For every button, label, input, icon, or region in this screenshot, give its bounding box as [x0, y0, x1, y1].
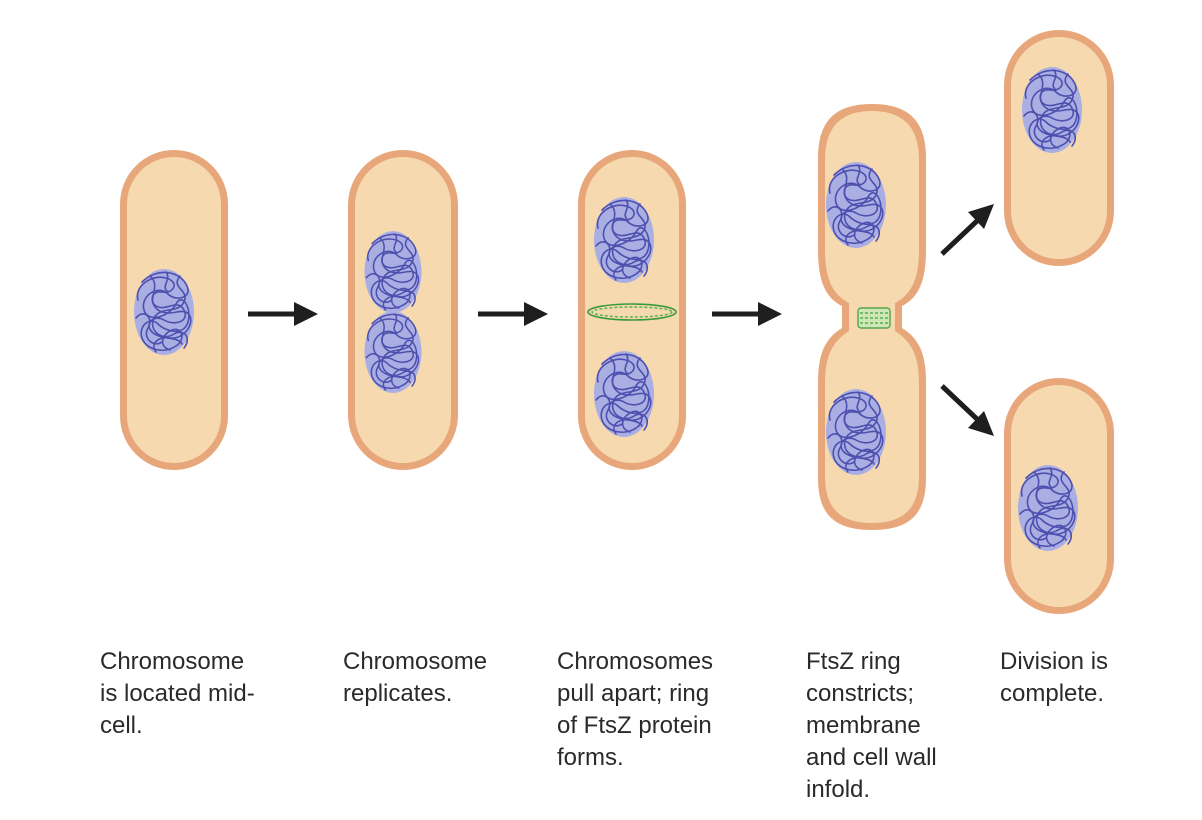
- chromosome-copy-bottom: [363, 310, 423, 394]
- ftsz-ring-constricted: [857, 307, 891, 329]
- stage5-daughter-bottom: [1004, 378, 1114, 614]
- chromosome-daughter-bottom: [825, 388, 887, 476]
- arrow-1: [248, 302, 318, 326]
- stage2-cell: [348, 150, 458, 470]
- chromosome-bottom-daughter: [1017, 464, 1079, 552]
- stage3-cell: [578, 150, 686, 470]
- chromosome-mid: [133, 268, 195, 356]
- chromosome-daughter-top: [825, 161, 887, 249]
- caption-stage2: Chromosome replicates.: [343, 648, 488, 707]
- arrow-2: [478, 302, 548, 326]
- arrow-up-right: [940, 204, 994, 256]
- caption-stage5: Division is complete.: [1000, 648, 1109, 707]
- stage5-daughter-top: [1004, 30, 1114, 266]
- chromosome-separated-bottom: [593, 350, 655, 438]
- caption-stage3: Chromosomes pull apart; ring of FtsZ pro…: [557, 648, 714, 771]
- stage1-cell: [120, 150, 228, 470]
- caption-stage1: Chromosome is located mid- cell.: [100, 648, 255, 739]
- arrow-down-right: [940, 384, 994, 436]
- chromosome-separated-top: [593, 196, 655, 284]
- stage4-cell: [818, 104, 926, 530]
- ftsz-ring: [587, 303, 677, 321]
- chromosome-top-daughter: [1021, 66, 1083, 154]
- chromosome-copy-top: [363, 230, 423, 314]
- caption-stage4: FtsZ ring constricts; membrane and cell …: [806, 648, 937, 803]
- arrow-3: [712, 302, 782, 326]
